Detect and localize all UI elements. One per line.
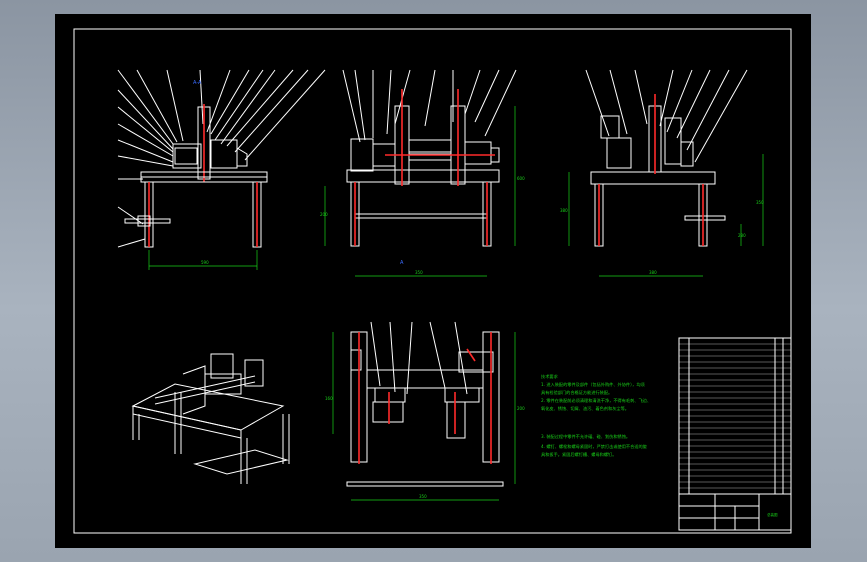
section-view-top: 200 600 350 A [320, 69, 525, 277]
title-block: 总装图 [678, 493, 792, 531]
parts-list [678, 337, 792, 495]
side-view: 380 350 280 380 [560, 69, 764, 277]
section-height-right-dim: 160 [325, 396, 333, 401]
title-block-title: 总装图 [767, 512, 778, 517]
notes-line-4: 氧化皮、锈蚀、切屑、油污、着色剂和灰尘等。 [541, 405, 629, 412]
drawing-frame [73, 28, 792, 534]
notes-heading: 技术要求 [541, 373, 559, 380]
section-view-bottom: 160 200 350 [325, 321, 525, 501]
notes-line-7: 具和扳手。紧固后螺钉槽、螺母和螺钉。 [541, 451, 616, 458]
section-bottom-width-dim: 350 [419, 494, 427, 499]
side-height-dim: 380 [560, 208, 568, 213]
drawing-sheet: 590 A-A 200 600 350 [55, 14, 811, 548]
section-width-dim: 350 [415, 270, 423, 275]
notes-line-2: 具有检验部门的合格证方能进行装配。 [541, 389, 612, 396]
section-height-left-dim: 200 [320, 212, 328, 217]
front-width-dim: 590 [201, 260, 209, 265]
side-width-dim: 380 [649, 270, 657, 275]
notes-line-3: 2. 零件在装配前必须清理和清洗干净，不得有毛刺、飞边、 [541, 397, 651, 404]
front-view-label: A-A [193, 80, 202, 86]
notes-line-6: 4. 螺钉、螺栓和螺母紧固时，严禁打击或使用不合适的旋 [541, 443, 648, 450]
isometric-view [131, 353, 290, 484]
front-view: 590 A-A [117, 69, 326, 270]
notes-line-5: 3. 装配过程中零件不允许磕、碰、划伤和锈蚀。 [541, 433, 630, 440]
side-leg-dim: 350 [756, 200, 764, 205]
cad-drawing: 590 A-A 200 600 350 [73, 28, 792, 534]
top-left-height-dim: 280 [738, 233, 746, 238]
technical-notes: 技术要求 1. 进入装配的零件及部件（包括外购件、外协件），均须 具有检验部门的… [541, 373, 651, 458]
section-right-dim: 200 [517, 406, 525, 411]
notes-line-1: 1. 进入装配的零件及部件（包括外购件、外协件），均须 [541, 381, 646, 388]
top-view-label: A [400, 260, 404, 266]
side-total-height-dim: 600 [517, 176, 525, 181]
